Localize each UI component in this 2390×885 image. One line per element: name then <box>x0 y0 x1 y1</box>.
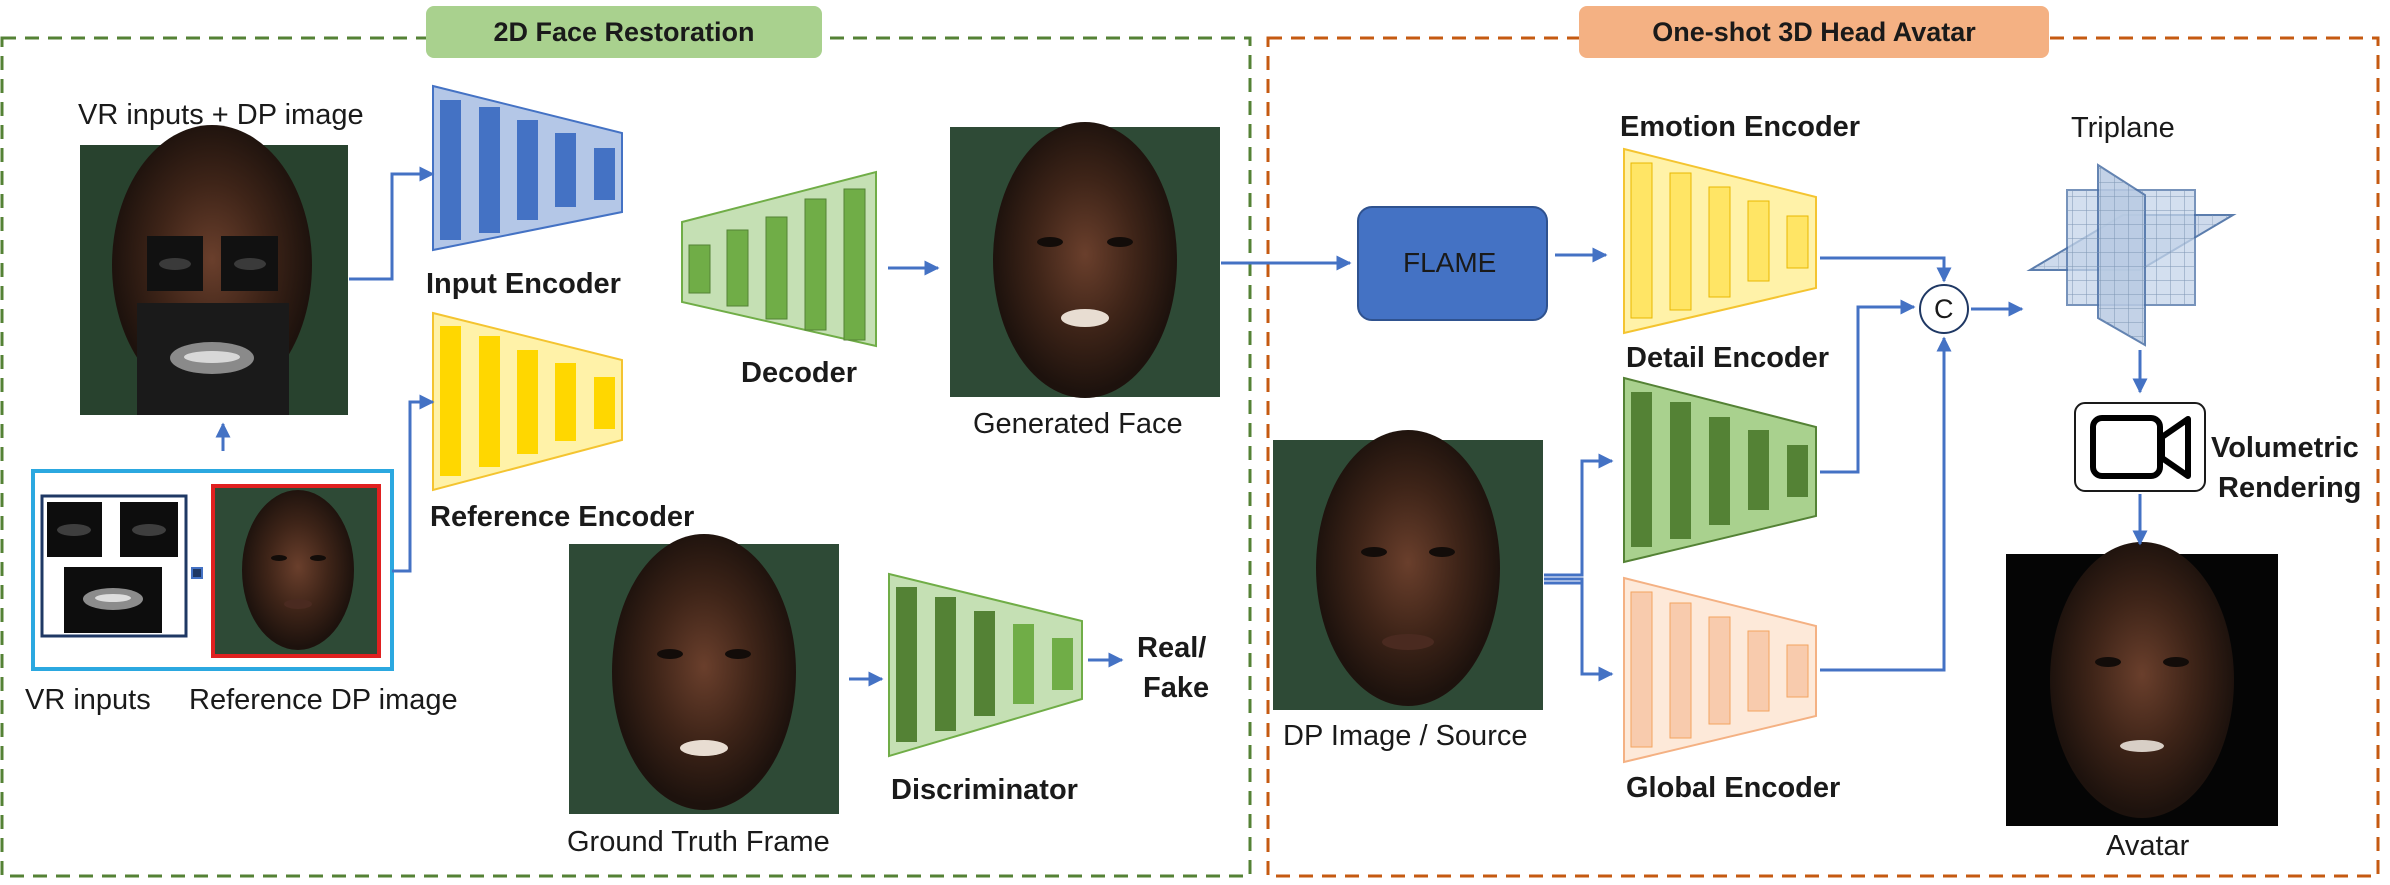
video-camera-icon <box>2074 402 2206 492</box>
arrows <box>215 166 2148 687</box>
arrow-global-to-concat <box>1820 336 1952 672</box>
arrow-detail-to-concat <box>1820 299 1916 474</box>
dp-image-source <box>1273 430 1543 710</box>
concat-label: C <box>1934 294 1954 324</box>
decoder-label: Decoder <box>741 357 858 389</box>
concat-square-icon <box>191 567 203 579</box>
global-encoder-block <box>1623 576 1817 764</box>
dp-image-source-label: DP Image / Source <box>1283 720 1528 752</box>
triplane-icon <box>2026 163 2237 347</box>
vr-inputs-label: VR inputs <box>25 684 151 716</box>
reference-encoder-block <box>432 311 623 492</box>
volumetric-label-line1: Volumetric <box>2211 432 2359 464</box>
concat-icon <box>1919 284 1969 334</box>
avatar-label: Avatar <box>2106 830 2190 862</box>
triplane-label: Triplane <box>2071 112 2175 144</box>
generated-face-image <box>950 122 1220 398</box>
avatar-image <box>2006 542 2278 826</box>
generated-face-label: Generated Face <box>973 408 1183 440</box>
detail-encoder-label: Detail Encoder <box>1626 342 1830 374</box>
arrow-emotion-to-concat <box>1820 256 1952 283</box>
vr-inputs-dp-label: VR inputs + DP image <box>78 99 364 131</box>
ground-truth-frame-label: Ground Truth Frame <box>567 826 830 858</box>
reference-dp-image <box>211 484 381 658</box>
avatar-section-title: One-shot 3D Head Avatar <box>1579 6 2049 58</box>
input-encoder-label: Input Encoder <box>426 268 621 300</box>
detail-encoder-block <box>1623 376 1817 564</box>
emotion-encoder-block <box>1623 147 1817 335</box>
reference-encoder-label: Reference Encoder <box>430 501 695 533</box>
vr-dp-composite-image <box>80 125 348 415</box>
reference-dp-image-label: Reference DP image <box>189 684 458 716</box>
flame-label: FLAME <box>1403 247 1497 278</box>
input-encoder-block <box>432 84 623 252</box>
arrow-refs-to-reference-encoder <box>392 394 435 573</box>
restoration-section-title: 2D Face Restoration <box>426 6 822 58</box>
arrow-source-to-detail <box>1544 453 1614 577</box>
ground-truth-frame-image <box>569 534 839 814</box>
volumetric-label-line2: Rendering <box>2218 472 2362 504</box>
real-fake-label-line1: Real/ <box>1137 632 1207 664</box>
real-fake-label-line2: Fake <box>1143 672 1210 704</box>
vr-inputs-image <box>40 494 188 638</box>
flame-box <box>1357 206 1548 321</box>
decoder-block <box>681 170 877 348</box>
global-encoder-label: Global Encoder <box>1626 772 1841 804</box>
emotion-encoder-label: Emotion Encoder <box>1620 111 1861 143</box>
arrow-image-to-input-encoder <box>349 166 435 281</box>
arrow-source-to-global <box>1544 577 1614 682</box>
discriminator-label: Discriminator <box>891 774 1078 806</box>
discriminator-block <box>888 572 1083 758</box>
